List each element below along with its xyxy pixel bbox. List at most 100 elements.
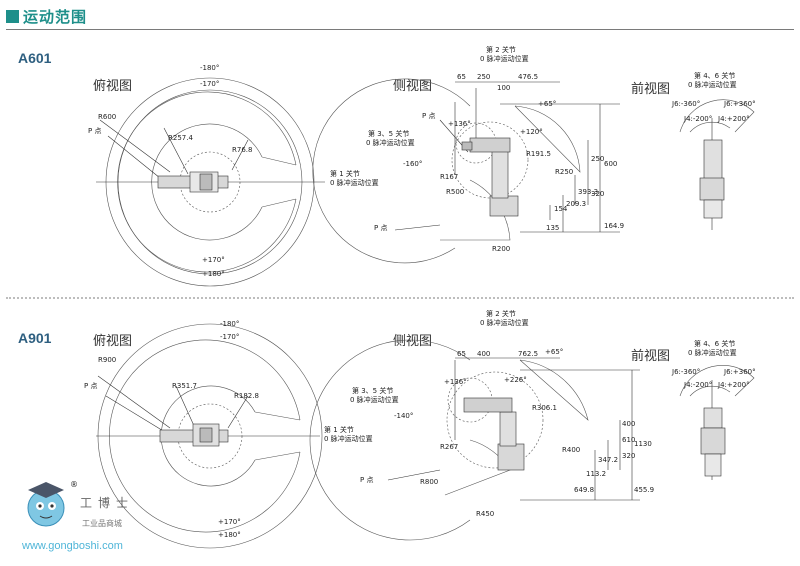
a601-top-joint1-line2: 0 脉冲运动位置 bbox=[330, 179, 379, 187]
a901-side-v4: 113.2 bbox=[586, 470, 607, 478]
a901-front-angle-1: J6:-360° bbox=[672, 368, 701, 376]
a601-side-arc-upper bbox=[514, 105, 581, 173]
a901-front-joint46-line1: 第 4、6 关节 bbox=[694, 340, 736, 348]
a901-top-joint1-line2: 0 脉冲运动位置 bbox=[324, 435, 373, 443]
a601-front-angle-2: J6:+360° bbox=[724, 100, 756, 108]
a901-top-radius-outer: R900 bbox=[98, 356, 117, 364]
a901-side-v3: 320 bbox=[622, 452, 636, 460]
front-view-title-a601: 前视图 bbox=[631, 82, 671, 97]
header-title: 运动范围 bbox=[23, 8, 88, 26]
a601-side-r1: R167 bbox=[440, 173, 459, 181]
a601-top-angle-outer-bottom: +180° bbox=[202, 270, 225, 278]
a601-front-angle-3: J4:-200° bbox=[684, 115, 713, 123]
top-view-title-a901: 俯视图 bbox=[93, 334, 133, 349]
a601-side-v2: 320 bbox=[591, 190, 605, 198]
a601-side-v1: 250 bbox=[591, 155, 605, 163]
a901-top-view bbox=[96, 323, 323, 549]
a601-side-r5: R200 bbox=[492, 245, 511, 253]
a601-side-dim-c: 476.5 bbox=[518, 73, 539, 81]
a901-side-joint35-line1: 第 3、5 关节 bbox=[352, 387, 394, 395]
watermark-url: www.gongboshi.com bbox=[22, 540, 123, 552]
a601-side-dim-d: 100 bbox=[497, 84, 511, 92]
a601-front-joint46-line1: 第 4、6 关节 bbox=[694, 72, 736, 80]
a601-side-joint35-line2: 0 脉冲运动位置 bbox=[366, 139, 415, 147]
a901-top-angle-inner-top: -170° bbox=[220, 333, 240, 341]
watermark-sub: 工业品商城 bbox=[82, 519, 122, 528]
a901-side-angle-d: -140° bbox=[394, 412, 414, 420]
a901-side-angle-a: +65° bbox=[545, 348, 564, 356]
a601-top-angle-inner-bottom: +170° bbox=[202, 256, 225, 264]
model-label-a601: A601 bbox=[18, 50, 52, 66]
a601-side-r2: R500 bbox=[446, 188, 465, 196]
a901-side-joint2-line1: 第 2 关节 bbox=[486, 310, 516, 318]
a601-side-p-point-2: P 点 bbox=[374, 224, 388, 232]
watermark-brand: 工博士 bbox=[80, 496, 135, 510]
a601-side-dim-b: 250 bbox=[477, 73, 491, 81]
a601-top-angle-inner-top: -170° bbox=[200, 80, 220, 88]
a601-side-v7: 135 bbox=[546, 224, 560, 232]
side-view-title-a601: 侧视图 bbox=[393, 79, 433, 94]
a601-top-radius-mid: R257.4 bbox=[168, 134, 193, 142]
a601-side-arc-outer bbox=[312, 78, 471, 264]
a601-front-joint46-line2: 0 脉冲运动位置 bbox=[688, 81, 737, 89]
a601-side-v6: 393.3 bbox=[578, 188, 599, 196]
a601-side-v4: 154 bbox=[554, 205, 568, 213]
a901-side-joint35-line2: 0 脉冲运动位置 bbox=[350, 396, 399, 404]
top-view-title-a601: 俯视图 bbox=[93, 79, 133, 94]
side-view-title-a901: 侧视图 bbox=[393, 334, 433, 349]
a901-side-dim-b: 400 bbox=[477, 350, 491, 358]
a901-side-joint2-line2: 0 脉冲运动位置 bbox=[480, 319, 529, 327]
section-header: 运动范围 bbox=[6, 6, 87, 27]
a901-side-r5: R450 bbox=[476, 510, 495, 518]
a901-side-v8: 610 bbox=[622, 436, 636, 444]
a901-top-angle-outer-top: -180° bbox=[220, 320, 240, 328]
a901-side-v6: 649.8 bbox=[574, 486, 595, 494]
a601-side-joint35-line1: 第 3、5 关节 bbox=[368, 130, 410, 138]
section-divider bbox=[6, 297, 794, 299]
mascot-logo bbox=[27, 482, 65, 527]
a601-top-joint1-line1: 第 1 关节 bbox=[330, 170, 360, 178]
a901-top-radius-inner: R182.8 bbox=[234, 392, 259, 400]
a901-front-view bbox=[679, 365, 755, 480]
a901-top-radius-mid: R351.7 bbox=[172, 382, 197, 390]
a601-side-joint2-line2: 0 脉冲运动位置 bbox=[480, 55, 529, 63]
a601-side-angle-a: +65° bbox=[538, 100, 557, 108]
a601-side-view bbox=[312, 78, 620, 264]
a901-side-r4: R400 bbox=[562, 446, 581, 454]
a601-side-r3: R191.5 bbox=[526, 150, 551, 158]
a901-top-angle-outer-bottom: +180° bbox=[218, 531, 241, 539]
a901-side-v1: 400 bbox=[622, 420, 636, 428]
a901-side-p-point: P 点 bbox=[360, 476, 374, 484]
front-view-title-a901: 前视图 bbox=[631, 349, 671, 364]
a601-side-v3: 600 bbox=[604, 160, 618, 168]
a901-side-r1: R267 bbox=[440, 443, 459, 451]
a901-side-r3: R306.1 bbox=[532, 404, 557, 412]
a601-front-angle-4: J4:+200° bbox=[718, 115, 750, 123]
a901-side-angle-b: +226° bbox=[504, 376, 527, 384]
a901-side-r2: R800 bbox=[420, 478, 439, 486]
a901-side-dim-a: 65 bbox=[457, 350, 466, 358]
a601-top-p-point: P 点 bbox=[88, 127, 102, 135]
a601-side-dim-a: 65 bbox=[457, 73, 466, 81]
a601-top-radius-outer: R600 bbox=[98, 113, 117, 121]
a601-top-view bbox=[96, 77, 325, 287]
a601-side-joint2-line1: 第 2 关节 bbox=[486, 46, 516, 54]
a601-side-angle-c: +120° bbox=[520, 128, 543, 136]
model-label-a901: A901 bbox=[18, 330, 52, 346]
a901-side-angle-c: +136° bbox=[444, 378, 467, 386]
a901-side-v2: 1130 bbox=[634, 440, 652, 448]
a601-front-angle-1: J6:-360° bbox=[672, 100, 701, 108]
a901-top-p-point: P 点 bbox=[84, 382, 98, 390]
a901-front-angle-2: J6:+360° bbox=[724, 368, 756, 376]
a901-top-angle-inner-bottom: +170° bbox=[218, 518, 241, 526]
watermark-registered: ® bbox=[70, 480, 78, 489]
header-marker bbox=[6, 10, 19, 23]
header-rule bbox=[6, 29, 794, 30]
a901-side-dim-c: 762.5 bbox=[518, 350, 539, 358]
a901-front-angle-3: J4:-200° bbox=[684, 381, 713, 389]
a901-side-v5: 347.2 bbox=[598, 456, 619, 464]
a901-side-v7: 455.9 bbox=[634, 486, 655, 494]
a601-side-angle-d: -160° bbox=[403, 160, 423, 168]
a901-top-joint1-line1: 第 1 关节 bbox=[324, 426, 354, 434]
